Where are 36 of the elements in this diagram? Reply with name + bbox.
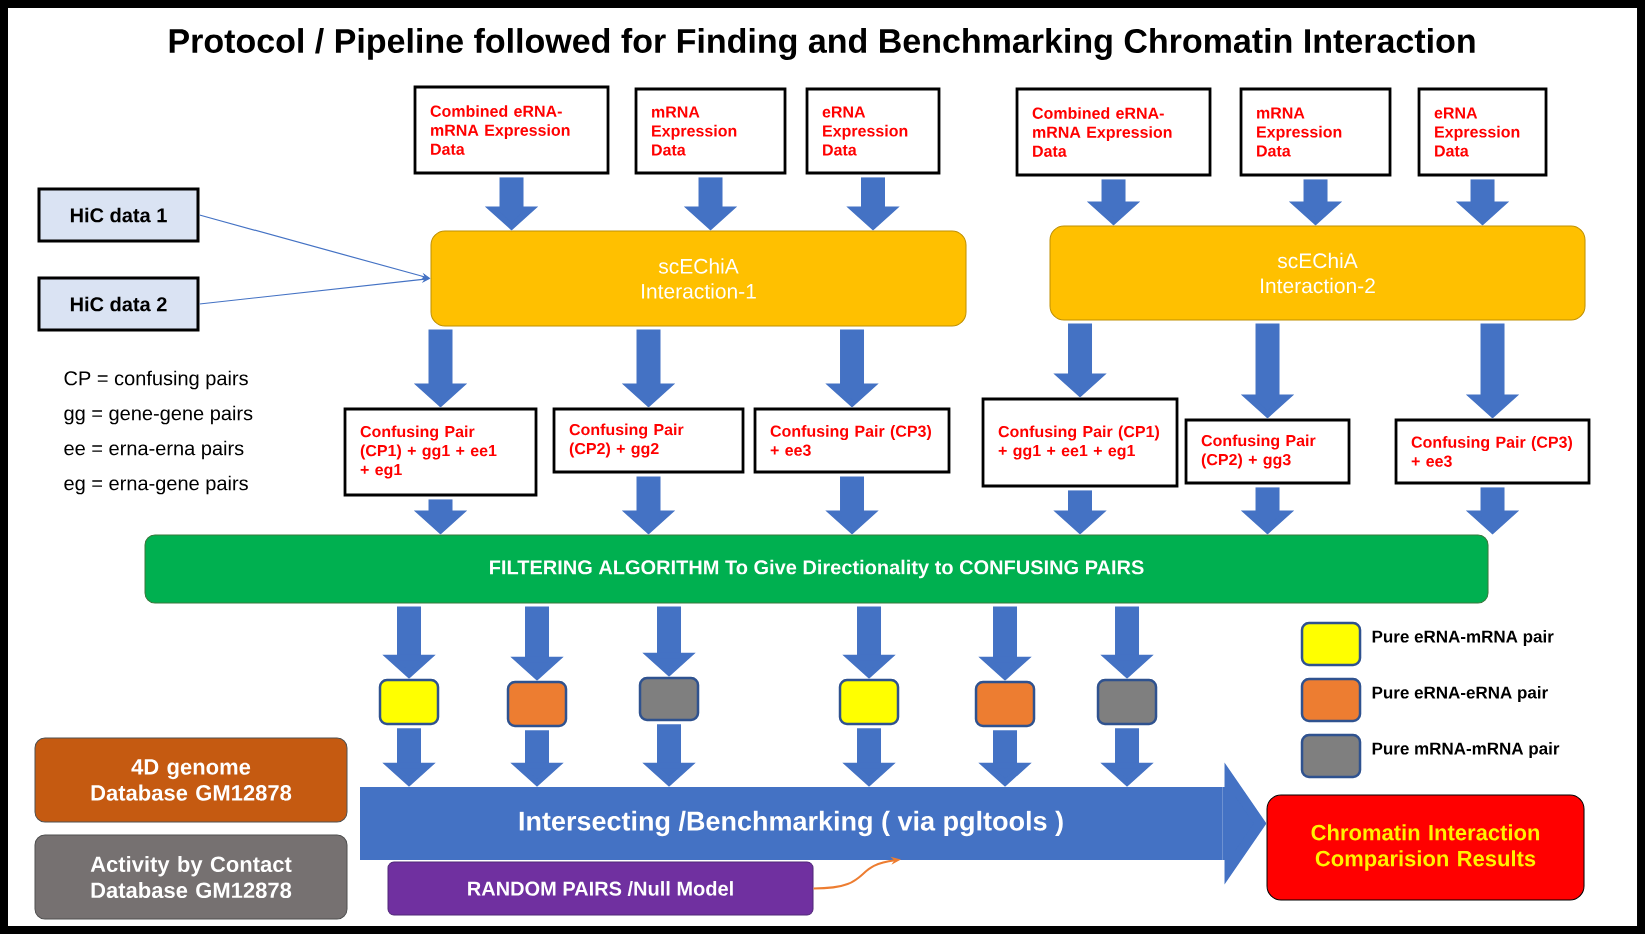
data-box: HiC data 1 [37, 187, 200, 243]
input-box: mRNA Expression Data [1239, 87, 1392, 177]
key-text: gg = gene-gene pairs [64, 405, 253, 425]
pair-box: Confusing Pair (CP2) + gg2 [552, 407, 745, 474]
database-box: 4D genome Database GM12878 [34, 737, 348, 823]
data-box: HiC data 2 [37, 276, 200, 332]
pair-square [974, 680, 1036, 728]
pair-square [838, 678, 900, 726]
pair-box: Confusing Pair (CP1) + gg1 + ee1 + eg1 [343, 407, 538, 497]
legend-label: Pure mRNA-mRNA pair [1372, 742, 1560, 758]
legend-label: Pure eRNA-mRNA pair [1372, 630, 1554, 646]
process-box: scEChiA Interaction-2 [1049, 225, 1586, 321]
title: Protocol / Pipeline followed for Finding and Benchmarking Chromatin Interaction [169, 28, 1475, 60]
filter-box: FILTERING ALGORITHM To Give Directionality to CONFUSING PAIRS [144, 534, 1489, 604]
model-box: RANDOM PAIRS /Null Model [387, 861, 814, 916]
pair-square [506, 680, 568, 728]
pair-box: Confusing Pair (CP1) + gg1 + ee1 + eg1 [981, 397, 1179, 488]
pair-box: Confusing Pair (CP2) + gg3 [1184, 418, 1351, 485]
result-box: Chromatin Interaction Comparision Results [1266, 794, 1585, 901]
pair-box: Confusing Pair (CP3) + ee3 [753, 407, 951, 474]
legend-label: Pure eRNA-eRNA pair [1372, 686, 1548, 702]
input-box: Combined eRNA-mRNA Expression Data [1015, 87, 1212, 177]
input-box: eRNA Expression Data [805, 87, 941, 175]
node-label: Intersecting /Benchmarking ( via pgltools ) [519, 810, 1063, 837]
process-box: scEChiA Interaction-1 [430, 230, 967, 327]
pair-box: Confusing Pair (CP3) + ee3 [1394, 418, 1591, 485]
key-text: ee = erna-erna pairs [64, 440, 244, 460]
key-text: CP = confusing pairs [64, 370, 248, 390]
pair-square [378, 678, 440, 726]
database-box: Activity by Contact Database GM12878 [34, 834, 348, 920]
input-box: mRNA Expression Data [634, 87, 787, 175]
key-text: eg = erna-gene pairs [64, 475, 248, 495]
input-box: eRNA Expression Data [1417, 87, 1548, 177]
pair-square [638, 676, 700, 722]
input-box: Combined eRNA-mRNA Expression Data [413, 85, 610, 175]
pair-square [1096, 678, 1158, 726]
